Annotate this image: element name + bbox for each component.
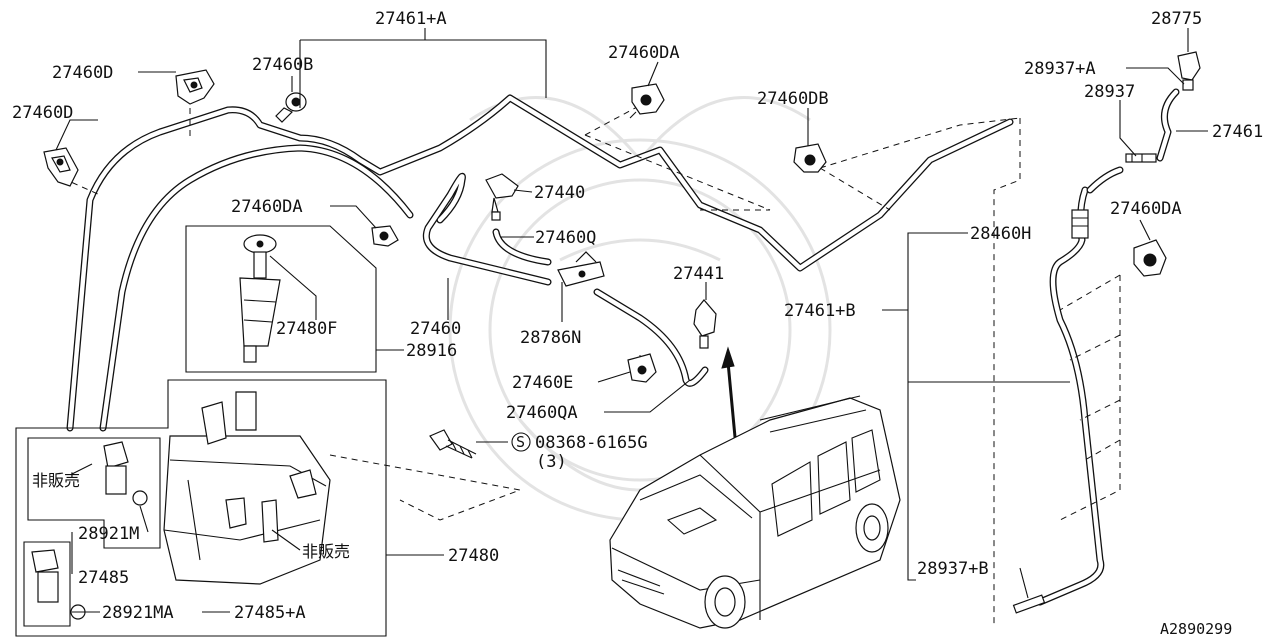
label-28937-a: 28937+A xyxy=(1024,59,1096,79)
leader-lines xyxy=(55,28,1208,613)
clip-27460DA-mid xyxy=(371,225,399,247)
label-bolt-qty: (3) xyxy=(536,452,567,472)
label-28460h: 28460H xyxy=(970,224,1031,244)
grommet-27460B xyxy=(275,92,307,123)
hose-rear-top xyxy=(1086,88,1180,194)
label-27440: 27440 xyxy=(534,183,585,203)
nozzle-27440 xyxy=(485,173,519,221)
inset-motor xyxy=(27,437,161,549)
label-27441: 27441 xyxy=(673,264,724,284)
clip-27460DA-right xyxy=(1133,239,1167,277)
label-28775: 28775 xyxy=(1151,9,1202,29)
clip-27460DB xyxy=(793,143,827,173)
inset-28916 xyxy=(185,225,377,373)
label-28937-b: 28937+B xyxy=(917,559,989,579)
label-27460qa: 27460QA xyxy=(506,403,578,423)
reference-code: A2890299 xyxy=(1160,620,1232,638)
label-27461-a: 27461+A xyxy=(375,9,447,29)
clip-27460DA-top xyxy=(629,83,665,119)
valve-28937B xyxy=(1012,594,1046,614)
label-27460e: 27460E xyxy=(512,373,573,393)
label-27460d-left: 27460D xyxy=(12,103,73,123)
label-27461: 27461 xyxy=(1212,122,1263,142)
cap-28775 xyxy=(1177,51,1201,91)
label-27460db: 27460DB xyxy=(757,89,829,109)
hose-main-upper xyxy=(66,94,1014,432)
label-27460q: 27460Q xyxy=(535,228,596,248)
label-27460da-top: 27460DA xyxy=(608,43,680,63)
label-28786n: 28786N xyxy=(520,328,581,348)
label-27460da-mid: 27460DA xyxy=(231,197,303,217)
inset-27480 xyxy=(15,379,387,637)
hose-loop xyxy=(422,172,552,286)
hose-27460QA xyxy=(593,288,709,387)
inset-motor-lower xyxy=(23,541,86,627)
phantom-lines xyxy=(61,99,1121,625)
s-symbol-letter: S xyxy=(516,433,525,451)
bolt-08368 xyxy=(429,429,477,459)
label-27461-b: 27461+B xyxy=(784,301,856,321)
label-27460da-right: 27460DA xyxy=(1110,199,1182,219)
label-27460b: 27460B xyxy=(252,55,313,75)
valve-28937 xyxy=(1125,153,1157,163)
label-27460: 27460 xyxy=(410,319,461,339)
label-27460d-top: 27460D xyxy=(52,63,113,83)
label-bolt-08368: 08368-6165G xyxy=(535,433,648,453)
connector-28786N xyxy=(557,251,605,287)
label-27480f: 27480F xyxy=(276,319,337,339)
hose-27460Q xyxy=(492,228,552,266)
label-27480: 27480 xyxy=(448,546,499,566)
label-28921ma: 28921MA xyxy=(102,603,174,623)
label-28937: 28937 xyxy=(1084,82,1135,102)
nozzle-27441 xyxy=(693,299,717,349)
label-28916: 28916 xyxy=(406,341,457,361)
label-28921m: 28921M xyxy=(78,524,139,544)
clip-27460D-top xyxy=(175,69,215,105)
vehicle-illustration xyxy=(609,395,901,629)
label-27485-a: 27485+A xyxy=(234,603,306,623)
hose-rear xyxy=(1036,186,1105,606)
clip-27460D-left xyxy=(43,147,79,187)
fitting-28460H xyxy=(1071,209,1089,239)
standard-part-symbol: S xyxy=(511,432,531,452)
part-labels: 27461+A 28775 27460D 27460B 27460DA 2893… xyxy=(12,9,1263,638)
label-hanbai-1: 非販売 xyxy=(32,471,80,490)
label-hanbai-2: 非販売 xyxy=(302,542,350,561)
clip-27460E xyxy=(627,353,657,383)
hose-main-lower xyxy=(99,144,414,432)
label-27485: 27485 xyxy=(78,568,129,588)
